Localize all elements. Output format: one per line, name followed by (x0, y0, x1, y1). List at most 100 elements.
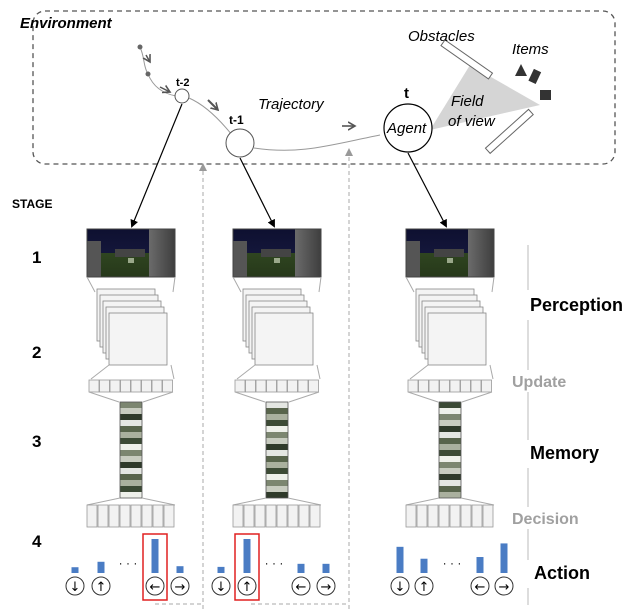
trajectory-arrow (207, 99, 218, 110)
observation-frame (405, 228, 495, 278)
phase-decision: Decision (512, 511, 579, 528)
feature-vector (234, 379, 320, 403)
action-bar (322, 563, 330, 573)
arrow-left-icon-glyph: ← (475, 580, 486, 595)
action-bar (176, 566, 184, 573)
arrow-left-icon-glyph: ← (296, 580, 307, 595)
observation-frame (86, 228, 176, 278)
action-distribution: ↓ ↑ ← → · · · (390, 543, 514, 596)
items-label: Items (512, 41, 549, 58)
arrow-right-icon (494, 576, 514, 596)
ellipsis: · · · (265, 556, 284, 570)
action-bar (476, 557, 484, 573)
phase-update: Update (512, 374, 566, 391)
action-distribution: ↓ ↑ ← → · · · (211, 533, 336, 601)
feature-vector (88, 379, 174, 403)
label-t-minus-1: t-1 (229, 113, 244, 127)
stage-number: 4 (32, 532, 42, 551)
memory-vector (232, 401, 322, 506)
action-bar (297, 563, 305, 573)
label-t: t (404, 85, 409, 102)
observation-arrow (130, 103, 183, 228)
feature-vector (407, 379, 493, 403)
trajectory-path-end (253, 134, 381, 151)
trajectory-point (145, 71, 151, 77)
selected-action-box (142, 533, 168, 601)
ellipsis: · · · (443, 556, 462, 570)
phase-action: Action (534, 563, 590, 583)
arrow-down-icon (390, 576, 410, 596)
arrow-right-icon-glyph: → (321, 580, 332, 595)
arrow-right-icon (316, 576, 336, 596)
stage-number: 2 (32, 343, 41, 362)
arrow-down-icon (211, 576, 231, 596)
stage-number: 1 (32, 248, 41, 267)
arrow-up-icon (414, 576, 434, 596)
trajectory-point (137, 44, 143, 50)
arrow-down-icon-glyph: ↓ (70, 580, 81, 595)
agent-column: ↓ ↑ ← → · · · (65, 228, 190, 601)
action-bar (151, 539, 159, 573)
obstacle-wall (440, 39, 494, 80)
fov-label-line1: Field (451, 93, 484, 110)
action-bar (500, 543, 508, 573)
arrow-up-icon (91, 576, 111, 596)
arrow-down-icon-glyph: ↓ (216, 580, 227, 595)
item-square-icon (540, 90, 551, 100)
selected-action-box (234, 533, 260, 601)
memory-vector (405, 401, 495, 506)
memory-vector (86, 401, 176, 506)
observation-arrow (239, 157, 275, 228)
action-distribution: ↓ ↑ ← → · · · (65, 533, 190, 601)
agent-columns: ↓ ↑ ← → · · · ↓ ↑ ← → · · · ↓ ↑ ← → · · · (65, 228, 514, 601)
arrow-up-icon-glyph: ↑ (242, 580, 253, 595)
trajectory-arrow (159, 87, 170, 92)
arrow-left-icon (291, 576, 311, 596)
ellipsis: · · · (119, 556, 138, 570)
conv-stack (86, 276, 176, 380)
agent-t-minus-2 (174, 88, 190, 104)
fov-label-line2: of view (448, 113, 496, 130)
stage-header: STAGE (12, 197, 52, 211)
observation-arrow (407, 152, 447, 228)
phase-perception: Perception (530, 295, 623, 315)
trajectory-label: Trajectory (258, 96, 325, 113)
action-bar (97, 561, 105, 573)
arrow-left-icon-glyph: ← (150, 580, 161, 595)
arrow-right-icon-glyph: → (499, 580, 510, 595)
decision-layer (86, 504, 175, 528)
arrow-left-icon (470, 576, 490, 596)
arrow-up-icon-glyph: ↑ (96, 580, 107, 595)
item-bar-icon (528, 68, 542, 85)
arrow-up-icon-glyph: ↑ (419, 580, 430, 595)
obstacle-wall (484, 108, 534, 155)
action-bar (243, 539, 251, 573)
agent-column: ↓ ↑ ← → · · · (390, 228, 514, 596)
agent-label: Agent (386, 120, 427, 137)
agent-t-minus-1 (225, 128, 255, 158)
decision-layer (405, 504, 494, 528)
action-bar (396, 546, 404, 573)
phase-memory: Memory (530, 443, 599, 463)
stage-number: 3 (32, 432, 41, 451)
arrow-up-icon (237, 576, 257, 596)
field-of-view-cone (430, 65, 540, 130)
agent-column: ↓ ↑ ← → · · · (211, 228, 336, 601)
obstacles-label: Obstacles (408, 28, 475, 45)
decision-layer (232, 504, 321, 528)
conv-stack (232, 276, 322, 380)
label-t-minus-2: t-2 (176, 77, 189, 89)
item-triangle-icon (515, 64, 527, 76)
environment-panel: Environment t-2 t-1 Trajectory Obstacles… (20, 10, 616, 165)
trajectory-path-start (139, 46, 177, 97)
trajectory-path-mid (188, 97, 233, 136)
arrow-down-icon-glyph: ↓ (395, 580, 406, 595)
trajectory-arrow (146, 55, 150, 62)
agent-t (383, 103, 433, 153)
arrow-down-icon (65, 576, 85, 596)
environment-border (32, 10, 616, 165)
arrow-right-icon-glyph: → (175, 580, 186, 595)
action-bar (71, 567, 79, 573)
action-bar (217, 566, 225, 573)
